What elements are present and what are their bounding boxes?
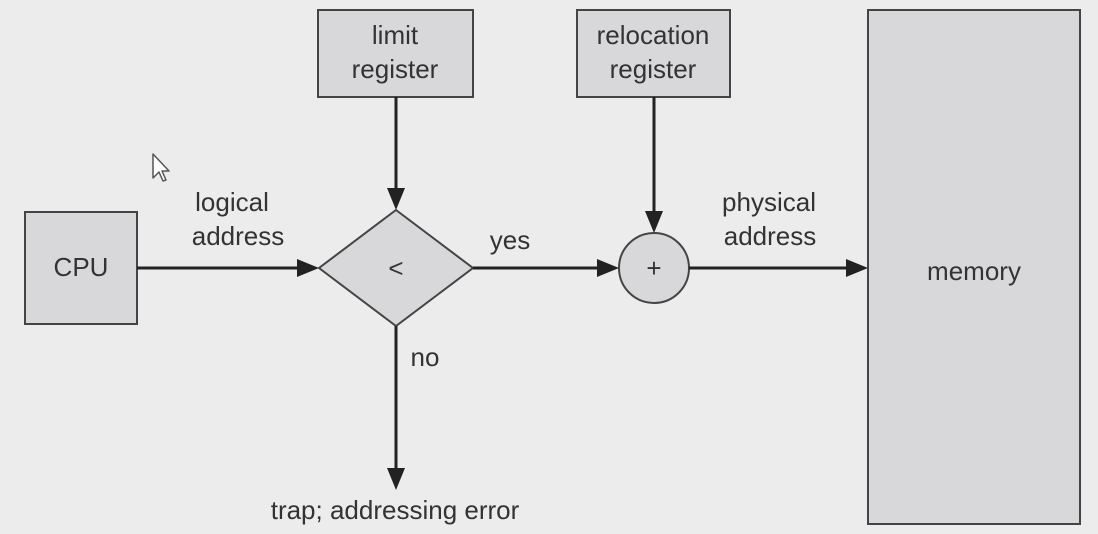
adder-node: +: [618, 232, 690, 304]
comparator-node: <: [317, 208, 475, 328]
memory-node: memory: [867, 9, 1081, 525]
arrow-comparator-to-trap: [387, 326, 405, 490]
trap-label: trap; addressing error: [271, 495, 520, 525]
arrow-relocation-to-adder: [645, 97, 663, 233]
relocation-register-label-line1: relocation: [597, 20, 710, 50]
cpu-node: CPU: [24, 211, 138, 325]
limit-register-node: limit register: [317, 9, 474, 98]
logical-address-label-line1: logical: [195, 187, 269, 217]
arrow-cpu-to-comparator: [137, 259, 319, 277]
limit-register-label-line1: limit: [372, 20, 419, 50]
limit-register-label-line2: register: [352, 54, 439, 84]
arrow-adder-to-memory: [689, 259, 868, 277]
no-label: no: [411, 342, 440, 372]
mouse-cursor-icon: [152, 153, 170, 182]
logical-address-label-line2: address: [192, 221, 285, 251]
relocation-register-label-line2: register: [610, 54, 697, 84]
physical-address-label-line1: physical: [722, 187, 816, 217]
cpu-label: CPU: [54, 252, 109, 282]
comparator-label: <: [388, 253, 403, 283]
relocation-register-node: relocation register: [576, 9, 731, 98]
memory-label: memory: [927, 256, 1021, 286]
adder-label: +: [646, 253, 661, 283]
arrow-comparator-to-adder: [473, 259, 619, 277]
arrow-limit-to-comparator: [387, 97, 405, 210]
physical-address-label-line2: address: [724, 221, 817, 251]
yes-label: yes: [490, 225, 530, 255]
